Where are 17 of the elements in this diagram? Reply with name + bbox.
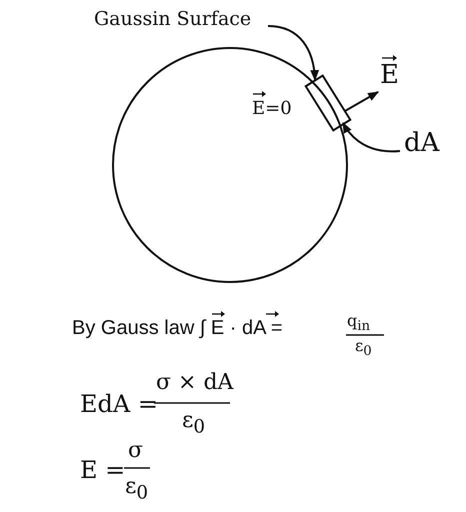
equation-text: By Gauss law ∫ E · dA = [72, 318, 283, 338]
fraction-numerator: σ × dA [156, 372, 234, 394]
leader-text: E [380, 62, 399, 88]
equation-text: E = [80, 458, 126, 482]
fraction-numerator: σ [128, 440, 144, 462]
gaussian-surface-circle [112, 47, 348, 283]
arrow [344, 91, 379, 112]
fraction-numerator: q$_{in}$ [347, 313, 370, 334]
arrow [342, 122, 400, 152]
leader-text: Gaussin Surface [94, 10, 252, 29]
leader-text: dA [404, 130, 440, 156]
field-label: E=0 [252, 100, 292, 118]
fraction-denominator: ε$_{0}$ [125, 476, 148, 503]
arrow [268, 25, 319, 82]
fraction-denominator: ε$_{0}$ [182, 410, 206, 437]
equation-text: EdA = [80, 392, 158, 416]
fraction-denominator: ε$_{0}$ [355, 338, 372, 359]
